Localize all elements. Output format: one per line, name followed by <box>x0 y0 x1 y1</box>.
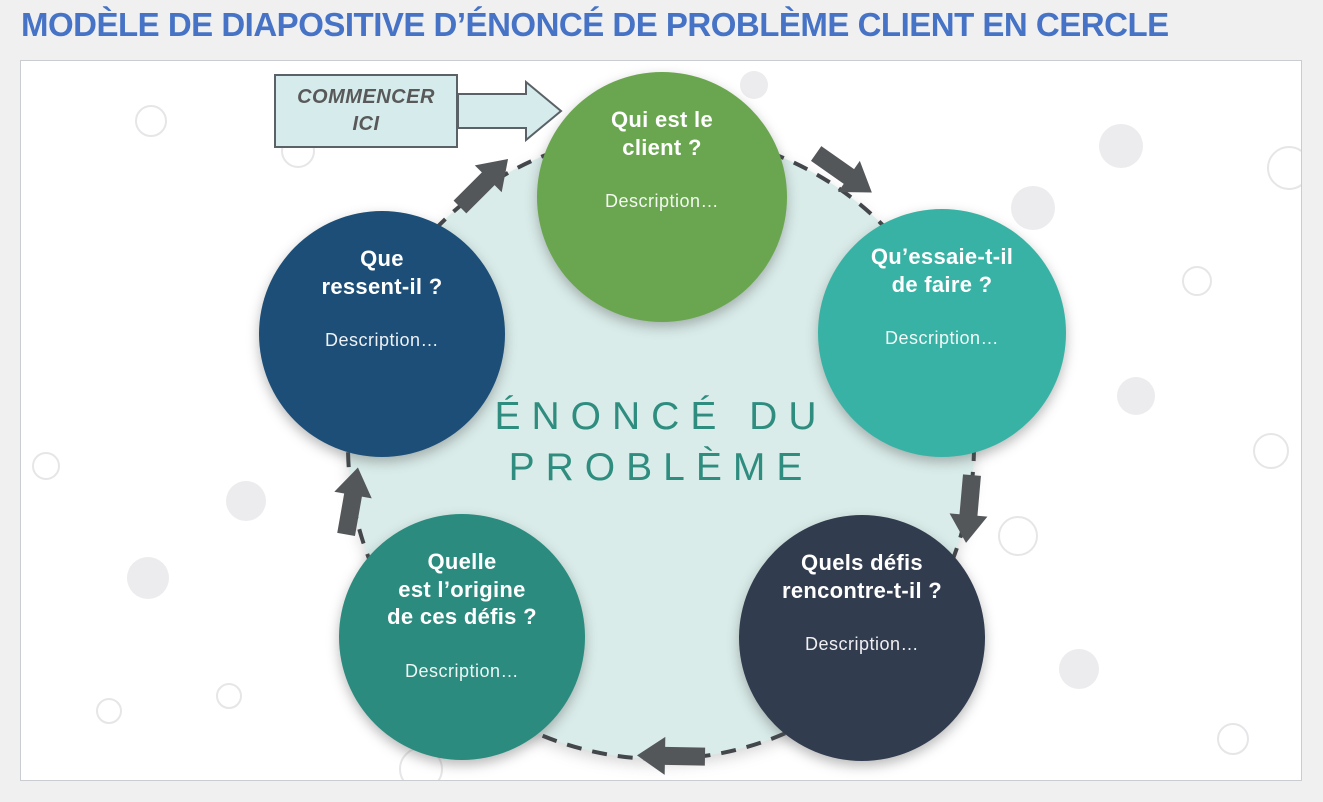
step-description-placeholder: Description… <box>324 330 440 350</box>
center-problem-statement-label: ÉNONCÉ DU PROBLÈME <box>494 395 828 490</box>
decorative-ring <box>135 105 167 137</box>
start-here-block-arrow-icon <box>457 79 563 143</box>
slide-canvas: COMMENCER ICI Qui est le client ? Descri… <box>20 60 1302 781</box>
flow-arrow-up-icon <box>334 467 372 537</box>
decorative-ring <box>1267 146 1301 190</box>
step-description-placeholder: Description… <box>604 191 720 211</box>
step-circle-who-is-client: Qui est le client ? Description… <box>537 72 787 322</box>
flow-arrow-left-icon <box>637 736 706 775</box>
step-circle-what-trying-to-do: Qu’essaie-t-il de faire ? Description… <box>818 209 1066 457</box>
decorative-ring <box>998 516 1038 556</box>
step-title: Qui est le client ? <box>610 107 714 160</box>
step-title: Que ressent-il ? <box>321 246 443 299</box>
decorative-ring <box>96 698 122 724</box>
decorative-bubble <box>1011 186 1055 230</box>
decorative-bubble <box>1099 124 1143 168</box>
start-here-callout: COMMENCER ICI <box>274 74 458 148</box>
flow-arrow-down-icon <box>949 474 988 543</box>
decorative-bubble <box>1117 377 1155 415</box>
step-circle-challenges: Quels défis rencontre-t-il ? Description… <box>739 515 985 761</box>
step-description-placeholder: Description… <box>804 634 920 654</box>
decorative-ring <box>1182 266 1212 296</box>
decorative-ring <box>216 683 242 709</box>
step-description-placeholder: Description… <box>404 660 520 681</box>
decorative-bubble <box>1059 649 1099 689</box>
decorative-ring <box>1253 433 1289 469</box>
flow-arrow-up-right-icon <box>453 158 509 214</box>
decorative-ring <box>32 452 60 480</box>
flow-arrow-down-right-icon <box>810 146 872 193</box>
page-title: MODÈLE DE DIAPOSITIVE D’ÉNONCÉ DE PROBLÈ… <box>21 6 1169 43</box>
decorative-bubble <box>127 557 169 599</box>
decorative-ring <box>1217 723 1249 755</box>
step-circle-how-feels: Que ressent-il ? Description… <box>259 211 505 457</box>
step-description-placeholder: Description… <box>884 328 1000 348</box>
decorative-bubble <box>740 71 768 99</box>
decorative-bubble <box>226 481 266 521</box>
step-title: Qu’essaie-t-il de faire ? <box>870 244 1014 297</box>
step-title: Quelle est l’origine de ces défis ? <box>387 549 537 629</box>
step-circle-origin-of-challenges: Quelle est l’origine de ces défis ? Desc… <box>339 514 585 760</box>
step-title: Quels défis rencontre-t-il ? <box>781 550 943 603</box>
